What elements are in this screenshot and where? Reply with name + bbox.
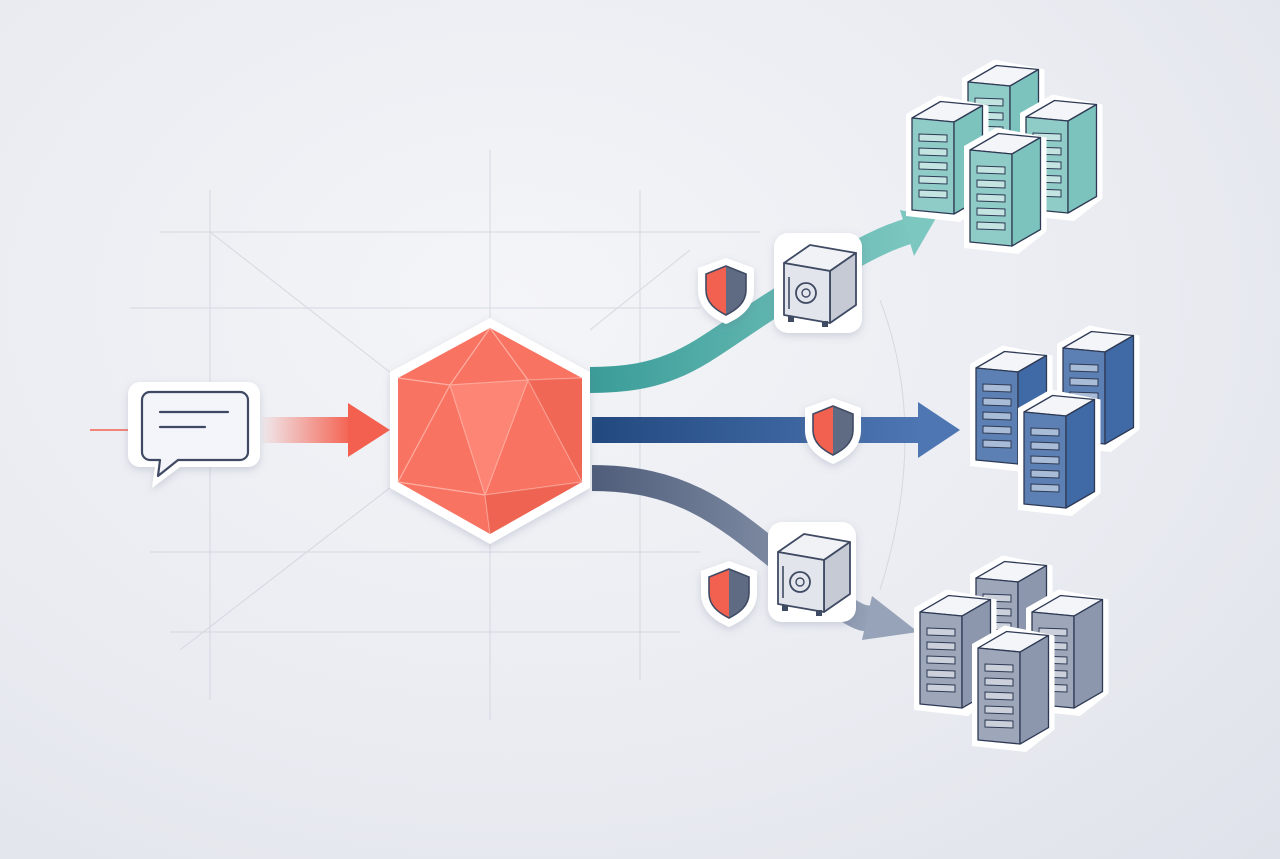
route-middle bbox=[592, 402, 960, 458]
route-top bbox=[589, 210, 936, 393]
background-grid bbox=[130, 150, 906, 720]
safe-icon bbox=[774, 233, 862, 333]
chat-bubble-icon bbox=[128, 382, 260, 488]
server-icon bbox=[964, 127, 1047, 254]
server-icon bbox=[972, 625, 1055, 752]
icosahedron-icon bbox=[390, 318, 590, 544]
shield-icon bbox=[701, 561, 757, 627]
safe-icon bbox=[768, 522, 856, 622]
shield-icon bbox=[698, 258, 754, 324]
server-icon bbox=[1018, 389, 1101, 516]
input-arrow bbox=[90, 403, 390, 457]
server-cluster-middle bbox=[970, 325, 1140, 516]
shield-icon bbox=[805, 398, 861, 464]
route-bottom bbox=[591, 465, 918, 640]
server-cluster-bottom bbox=[914, 555, 1109, 752]
hub-node bbox=[390, 318, 590, 544]
message-node bbox=[128, 382, 260, 488]
server-cluster-top bbox=[906, 59, 1103, 254]
